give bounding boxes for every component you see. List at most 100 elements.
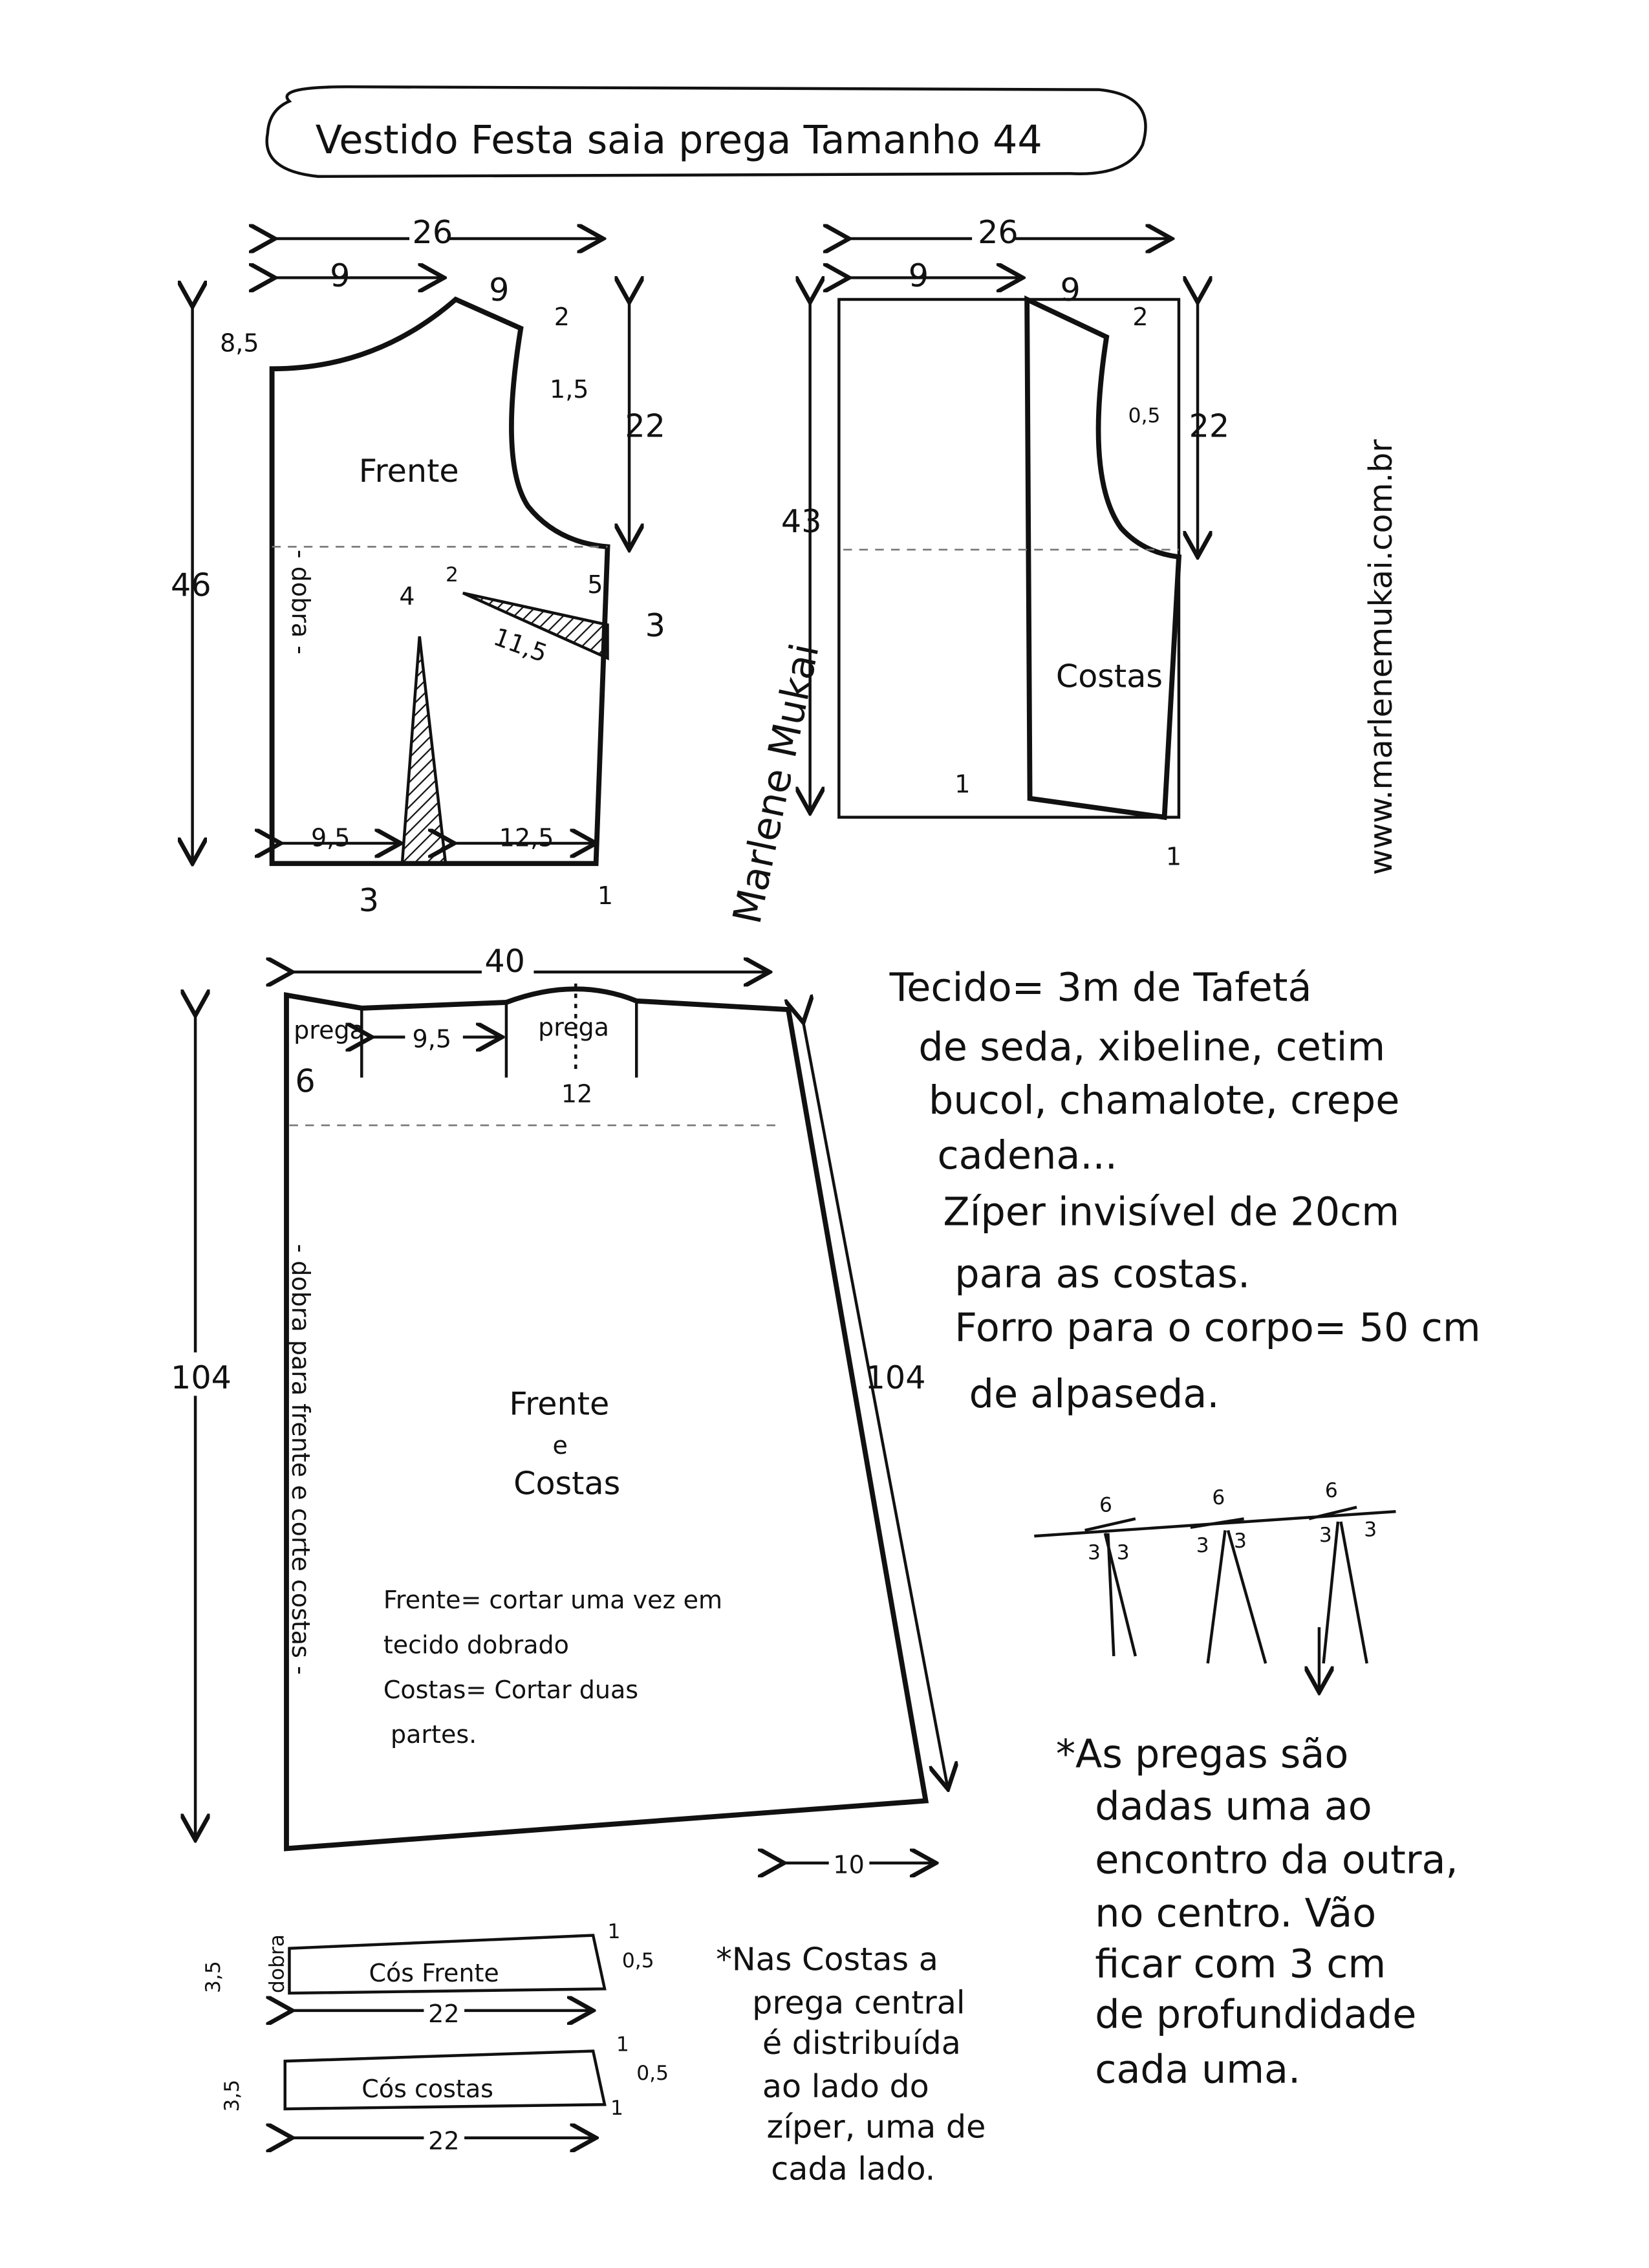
dim-dart-top: 4 [399,582,415,610]
pleat-note-line: ficar com 3 cm [1095,1941,1386,1987]
dim-armhole-depth: 22 [625,407,665,444]
materials-line: bucol, chamalote, crepe [929,1078,1399,1123]
back-note-line: cada lado. [771,2150,935,2188]
fold-label: - dobra - [286,550,315,654]
waistband-back-label: Cós costas [361,2075,493,2103]
back-note-line: prega central [752,1983,965,2021]
pleat-note: *As pregas são dadas uma ao encontro da … [1056,1732,1458,2093]
skirt-panel: 40 prega 6 9,5 prega 12 104 104 10 - dob… [166,942,947,1881]
fold-label: - dobra para frente e corte costas - [286,1244,315,1674]
skirt-label-front: Frente [509,1385,609,1422]
website: www.marlenemukai.com.br [1362,439,1399,876]
dim-shoulder-drop: 2 [1132,303,1148,331]
dim-left: 1 [954,770,970,799]
dim-flare: 10 [833,1850,864,1879]
dim-armhole-curve: 0,5 [1128,404,1161,427]
pleat-note-line: *As pregas são [1056,1732,1348,1777]
back-note-line: ao lado do [762,2068,929,2105]
dim-right: 1 [1166,842,1181,870]
pleat-depth: 3 [1319,1524,1332,1547]
dim-length: 46 [171,566,211,603]
dim-shoulder: 9 [1061,271,1081,308]
dim-width: 26 [978,213,1018,251]
pleat-label-2: prega [538,1013,609,1041]
materials-line: Zíper invisível de 20cm [943,1189,1399,1235]
pleat-width: 6 [1325,1479,1338,1502]
pleat-diagram: 6 6 6 3 3 3 3 3 3 [1034,1479,1396,1689]
dim-shoulder: 9 [489,271,509,308]
dim-bottom-right: 12,5 [499,823,554,852]
waistband-back: Cós costas 3,5 1 0,5 1 22 [221,2033,669,2155]
dim-length-right: 104 [865,1359,926,1396]
cut-note-line: tecido dobrado [383,1630,569,1659]
title-banner: Vestido Festa saia prega Tamanho 44 [265,85,1147,178]
materials-line: para as costas. [954,1252,1250,1297]
pleat-width: 6 [1212,1486,1225,1509]
materials-line: Tecido= 3m de Tafetá [889,966,1312,1011]
dim-side-dart-width: 3 [645,607,665,644]
pleat-note-line: cada uma. [1095,2047,1300,2093]
waistband-front: Cós Frente 3,5 dobra 1 0,5 22 [202,1920,654,2028]
pleat-size-2: 12 [561,1079,592,1108]
pattern-title: Vestido Festa saia prega Tamanho 44 [316,118,1042,163]
signature: Marlene Mukai [725,640,828,927]
pleat-depth: 3 [1196,1534,1209,1557]
dim-length: 22 [428,2127,459,2155]
dim-armhole-curve: 1,5 [550,375,588,404]
pleat-size-1: 6 [295,1063,315,1100]
cut-note-line: partes. [391,1720,477,1749]
materials-line: de alpaseda. [969,1372,1220,1417]
materials-note: Tecido= 3m de Tafetá de seda, xibeline, … [889,966,1481,1417]
materials-line: de seda, xibeline, cetim [918,1024,1385,1070]
dim-hem: 1 [598,881,613,910]
pleat-note-line: encontro da outra, [1095,1837,1458,1883]
pleat-note-line: de profundidade [1095,1993,1416,2038]
pleat-depth: 3 [1117,1541,1130,1564]
cut-note-line: Frente= cortar uma vez em [383,1586,722,1614]
dim-length-left: 104 [171,1359,232,1396]
dim-side-dart-small: 2 [446,563,458,587]
dim-length: 22 [428,2000,459,2028]
skirt-label-back: Costas [513,1464,620,1502]
dim-waist-dart: 3 [359,881,379,919]
back-note-line: *Nas Costas a [716,1940,938,1978]
fold-label: dobra [266,1934,289,1993]
pleat-label-1: prega [294,1016,365,1044]
dim-neck-depth: 8,5 [220,329,259,357]
pleat-depth: 3 [1088,1541,1101,1564]
front-bodice: 26 9 9 2 8,5 1,5 22 Frente 46 - dobra - … [171,213,665,919]
dim-offset: 0,5 [636,2062,669,2085]
skirt-label-and: e [553,1431,568,1460]
front-label: Frente [359,452,459,490]
dim-neck: 9 [330,257,350,294]
dim-width: 40 [484,942,525,980]
dim-offset: 0,5 [622,1949,654,1972]
dim-length: 43 [781,502,822,540]
pleat-note-line: dadas uma ao [1095,1784,1372,1830]
waistband-front-label: Cós Frente [369,1959,499,1987]
dim-between: 9,5 [413,1024,451,1053]
dim-width: 26 [413,213,453,251]
dim-neck: 9 [909,257,929,294]
materials-line: cadena... [937,1133,1117,1178]
dim-rise: 1 [608,1920,621,1943]
back-note: *Nas Costas a prega central é distribuíd… [716,1940,986,2187]
pleat-note-line: no centro. Vão [1095,1891,1376,1936]
dim-shoulder-drop: 2 [554,303,570,331]
cut-note-line: Costas= Cortar duas [383,1676,638,1704]
back-bodice: 26 9 9 2 0,5 22 43 Costas 1 1 [781,213,1229,871]
pleat-width: 6 [1099,1493,1112,1517]
dim-drop: 1 [610,2097,623,2120]
dim-side-dart-pos: 5 [587,570,603,599]
dim-height: 3,5 [221,2080,244,2112]
materials-line: Forro para o corpo= 50 cm [954,1305,1480,1350]
dim-bottom-left: 9,5 [311,823,350,852]
pleat-depth: 3 [1234,1529,1247,1553]
dim-armhole-depth: 22 [1189,407,1230,444]
back-note-line: zíper, uma de [767,2108,986,2146]
back-label: Costas [1056,657,1163,695]
pleat-depth: 3 [1364,1518,1377,1541]
dim-rise: 1 [616,2033,629,2057]
dim-height: 3,5 [202,1961,225,1993]
